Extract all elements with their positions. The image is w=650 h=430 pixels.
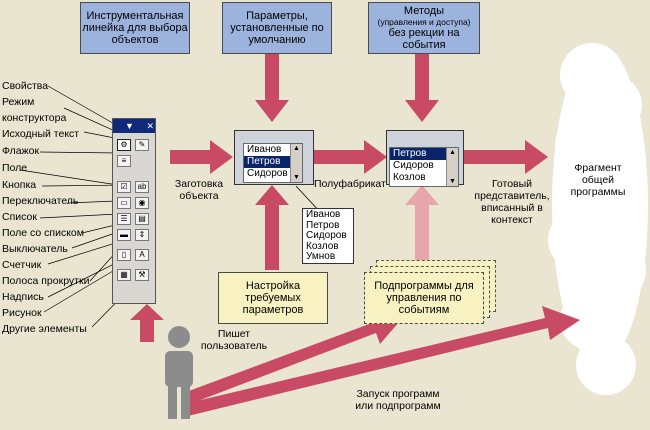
label-ready-instance: Готовый представитель, вписанный в конте… [474,178,550,226]
callout-name: Умнов [306,251,336,262]
launch-arrow-upper [186,311,406,404]
label-tool-icon[interactable]: A [135,249,149,261]
label-program-fragment: Фрагмент общей программы [570,162,626,198]
scroll-down-icon[interactable]: ▼ [293,174,300,181]
up-arrow-subroutines [405,185,439,262]
label-properties: Свойства [2,80,49,92]
user-figure [165,326,193,419]
toolbox-titlebar: ▼ ✕ [113,119,155,133]
list-item-selected[interactable]: Петров [244,156,302,168]
callout-name: Петров [306,219,340,231]
button-tool-icon[interactable]: ▭ [117,197,131,209]
spinner-tool-icon[interactable]: ⇕ [135,229,149,241]
label-picture: Рисунок [2,307,42,319]
up-arrow-toolbox [130,304,164,342]
label-toggle: Выключатель [2,243,68,255]
toolbox-window: ▼ ✕ ⚙ ✎ ≡ ☑ ab ▭ ◉ ☰ ▤ ▬ ⇕ ▯ A ▦ ⚒ [112,118,156,304]
arrow-semi-to-cloud [464,140,548,174]
checkbox-tool-icon[interactable]: ☑ [117,181,131,193]
source-code-tool-icon[interactable]: ≡ [117,155,131,167]
label-designer: конструктора [2,112,67,124]
callout-name: Сидоров [306,230,347,241]
listbox-tool-icon[interactable]: ☰ [117,213,131,225]
label-blank-object: Заготовка объекта [174,178,224,202]
scroll-down-icon[interactable]: ▼ [449,178,456,185]
list-item[interactable]: Козлов [393,172,426,183]
blank-object-frame: Иванов Петров Сидоров ▲ ▼ [234,130,314,185]
properties-tool-icon[interactable]: ⚙ [117,139,131,151]
list-item[interactable]: Иванов [247,144,282,155]
combobox-tool-icon[interactable]: ▤ [135,213,149,225]
label-checkbox: Флажок [2,145,40,157]
label-source-text: Исходный текст [2,128,80,140]
list-item[interactable]: Сидоров [393,160,434,171]
textbox-tool-icon[interactable]: ab [135,181,149,193]
label-launch: Запуск программ или подпрограмм [355,388,441,412]
methods-box: Методы (управления и доступа) без рекции… [368,2,480,54]
methods-rest: без рекции на события [388,27,460,51]
semi-listbox[interactable]: Петров Сидоров Козлов ▲ ▼ [389,147,459,187]
methods-title: Методы [403,5,445,17]
list-item-selected[interactable]: Петров [390,148,458,160]
label-user-writes: Пишет пользователь [200,328,268,352]
label-list: Список [2,211,37,223]
design-mode-tool-icon[interactable]: ✎ [135,139,149,151]
callout-leader [295,185,321,213]
cloud-shape [548,43,648,395]
toolbox-menu-icon[interactable]: ▼ [125,121,134,131]
callout-name: Иванов [306,209,341,220]
scrollbar[interactable]: ▲ ▼ [290,144,302,182]
semi-product-frame: Петров Сидоров Козлов ▲ ▼ [386,130,464,187]
names-callout: Иванов Петров Сидоров Козлов Умнов [302,208,354,264]
label-mode: Режим [2,96,35,108]
up-arrow-setup [255,185,289,270]
close-icon[interactable]: ✕ [146,121,154,131]
scrollbar-tool-icon[interactable]: ▯ [117,249,131,261]
arrow-blank-to-semi [314,140,387,174]
label-button: Кнопка [2,179,37,191]
blank-listbox[interactable]: Иванов Петров Сидоров ▲ ▼ [243,143,303,183]
scroll-up-icon[interactable]: ▲ [449,149,456,156]
label-radio: Переключатель [2,195,79,207]
scroll-up-icon[interactable]: ▲ [293,145,300,152]
scrollbar[interactable]: ▲ ▼ [446,148,458,186]
label-other: Другие элементы [2,323,87,335]
list-item[interactable]: Сидоров [247,168,288,179]
callout-name: Козлов [306,240,339,252]
label-caption: Надпись [2,291,44,303]
image-tool-icon[interactable]: ▦ [117,269,131,281]
setup-params-box: Настройка требуемых параметров [218,272,328,324]
default-params-box: Параметры, установленные по умолчанию [222,2,332,54]
more-controls-tool-icon[interactable]: ⚒ [135,269,149,281]
launch-arrow-lower [184,306,580,416]
methods-subtitle: (управления и доступа) [377,17,471,27]
subroutines-box: Подпрограммы для управления по событиям [364,272,484,324]
arrow-toolbox-to-blank [170,140,233,174]
down-arrow-methods [405,54,439,122]
label-field: Поле [2,162,28,174]
label-combo: Поле со списком [2,227,84,239]
down-arrow-params [255,54,289,122]
radio-tool-icon[interactable]: ◉ [135,197,149,209]
label-scrollbar: Полоса прокрутки [2,275,90,287]
toggle-tool-icon[interactable]: ▬ [117,229,131,241]
label-semi-product: Полуфабрикат [314,178,386,190]
label-spinner: Счетчик [2,259,42,271]
toolbar-box: Инструментальная линейка для выбора объе… [80,2,190,54]
